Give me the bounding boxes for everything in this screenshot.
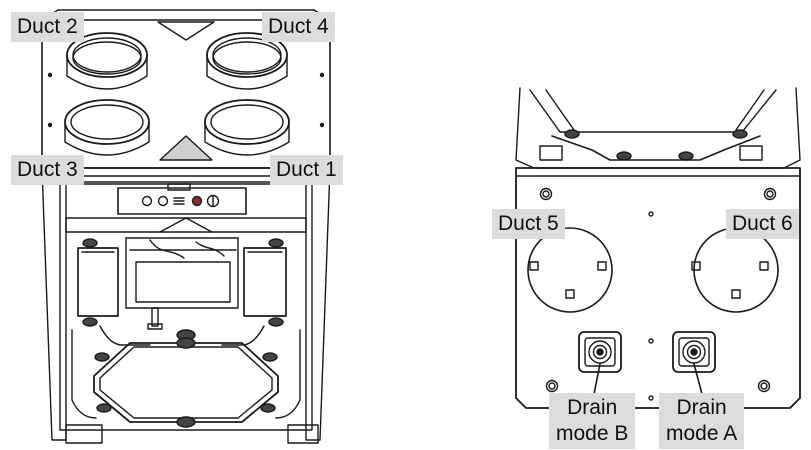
drain-mode-a-label-line2: mode A: [666, 422, 738, 445]
heat-exchanger-octagon: [93, 337, 279, 428]
left-unit: [41, 9, 331, 444]
left-side-face: [41, 167, 67, 441]
drain-mode-a-label-line1: Drain: [676, 396, 727, 419]
drain-mode-b-label-line2: mode B: [556, 422, 629, 445]
duct-3-label: Duct 3: [11, 155, 84, 185]
left-filter-door: [77, 238, 119, 327]
left-front-panel: [59, 181, 313, 431]
right-side-face: [305, 167, 331, 441]
control-panel: [117, 183, 247, 215]
right-filter-door: [243, 238, 287, 327]
duct-4-label: Duct 4: [262, 12, 335, 42]
right-unit: [515, 87, 801, 409]
duct-2-label: Duct 2: [11, 12, 84, 42]
right-bottom-panel: [515, 167, 801, 409]
drain-mode-b-label: Drain mode B: [549, 393, 636, 449]
duct-2-collar: [66, 32, 148, 90]
drain-mode-a-label: Drain mode A: [659, 393, 745, 449]
duct-5-knockout: [527, 227, 613, 313]
duct-4-collar: [206, 32, 288, 90]
drain-mode-b-outlet: [578, 331, 622, 373]
duct-5-label: Duct 5: [492, 209, 565, 239]
duct-1-collar: [204, 99, 290, 156]
duct-1-label: Duct 1: [270, 155, 343, 185]
duct-6-label: Duct 6: [726, 209, 799, 239]
duct-6-knockout: [691, 227, 779, 313]
drain-mode-b-label-line1: Drain: [567, 396, 618, 419]
duct-3-collar: [64, 99, 150, 156]
